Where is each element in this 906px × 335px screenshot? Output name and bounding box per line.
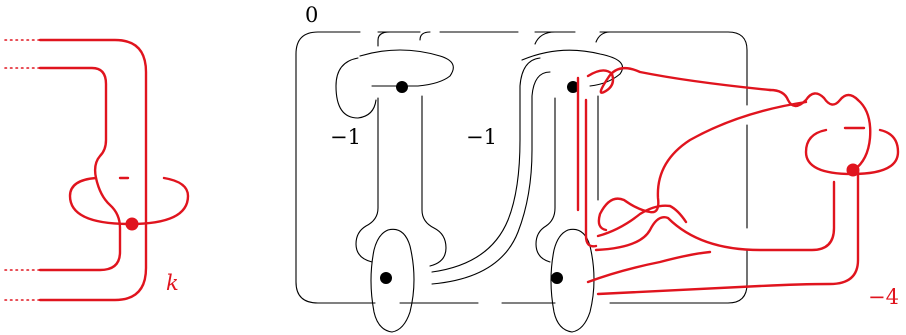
red-lower-return — [594, 180, 836, 252]
left-band-b — [421, 95, 447, 267]
red-top-twist — [586, 66, 772, 94]
red-vertical-b — [584, 98, 598, 248]
left-handle-bottom-dot — [380, 272, 392, 284]
right-handle-top-ellipse — [521, 49, 624, 87]
red-lower-strand — [586, 250, 712, 284]
red-outer-return — [596, 170, 860, 296]
knot-variable-label: k — [166, 271, 179, 295]
red-lower-cross-a — [596, 204, 688, 238]
framing-label-zero: 0 — [305, 3, 318, 27]
red-right-arc-down — [852, 98, 872, 172]
left-handle-top-dot — [396, 81, 408, 93]
left-handle-pair: −1 — [330, 31, 454, 333]
right-handle-pair — [521, 31, 624, 333]
left-meridian-loop — [68, 176, 190, 226]
left-dot-red — [125, 217, 139, 231]
framing-label-middle: −1 — [466, 125, 497, 149]
left-handle-top-ellipse — [359, 49, 454, 87]
red-middle-arc — [597, 100, 808, 232]
right-handle-top-dot — [567, 81, 579, 93]
left-loop-top-circle — [335, 57, 377, 119]
left-strand-outer — [38, 38, 148, 302]
left-handle-top-arc — [377, 31, 431, 47]
red-knot: −4 — [576, 66, 900, 309]
right-dot-red — [846, 163, 860, 177]
red-twists-top — [768, 88, 860, 108]
outer-black-frame — [295, 31, 576, 304]
middle-band: −1 — [431, 57, 551, 285]
middle-band-b — [431, 71, 551, 285]
right-handle-bottom-dot — [551, 272, 563, 284]
right-band-a — [535, 97, 556, 263]
outer-black-frame-right — [599, 31, 748, 304]
middle-band-a — [431, 57, 541, 273]
main-figure: 0 −1 −1 — [295, 3, 900, 333]
left-strand-inner — [38, 66, 122, 272]
framing-label-left: −1 — [330, 125, 361, 149]
right-handle-top-arc — [534, 31, 611, 45]
left-figure: k — [4, 38, 190, 302]
framing-label-red: −4 — [868, 285, 899, 309]
left-handle-bottom-ellipse — [370, 228, 415, 333]
left-band-a — [355, 97, 379, 263]
